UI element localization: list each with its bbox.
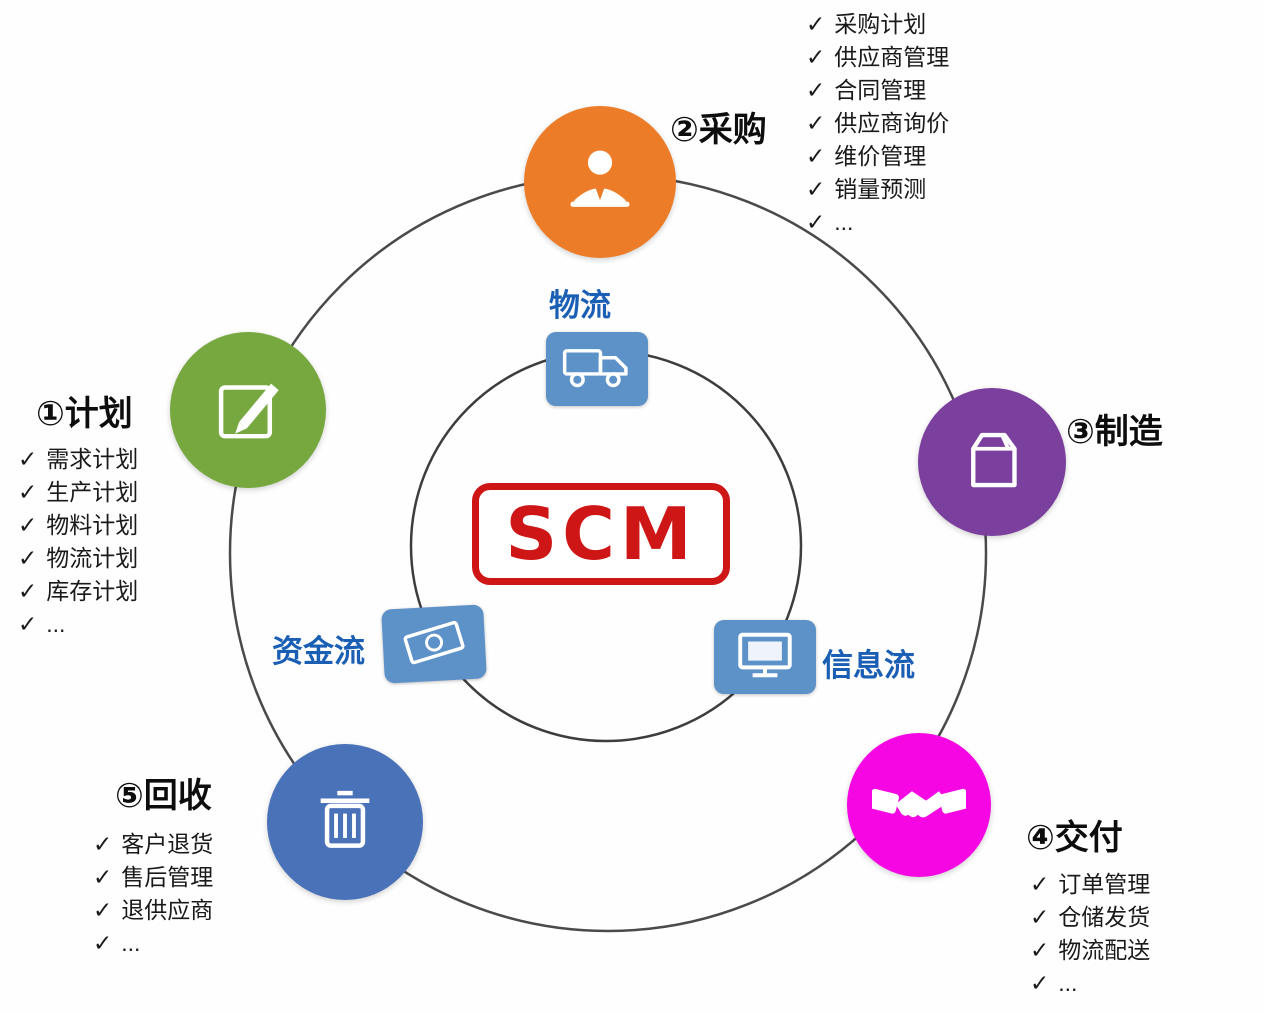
check-icon: ✓: [18, 446, 38, 472]
plan-label: ①计划: [36, 395, 133, 433]
procurement-label: ②采购: [670, 111, 767, 149]
checklist-item: ✓生产计划: [18, 476, 138, 509]
check-icon: ✓: [93, 897, 113, 923]
package-carton-icon: [952, 420, 1032, 505]
checklist-item: ✓物料计划: [18, 509, 138, 542]
check-icon: ✓: [93, 831, 113, 857]
checklist-item: ✓采购计划: [806, 8, 949, 41]
plan-node: [170, 332, 326, 488]
manufacturing-label: ③制造: [1066, 413, 1163, 451]
check-icon: ✓: [806, 143, 826, 169]
checklist-item: ✓...: [18, 608, 138, 641]
check-icon: ✓: [18, 611, 38, 637]
scm-logo-text: SCM: [505, 492, 697, 576]
logistics-label: 物流: [549, 288, 611, 323]
banknote-icon: [396, 614, 473, 675]
check-icon: ✓: [93, 864, 113, 890]
checklist-item: ✓订单管理: [1030, 868, 1150, 901]
plan-checklist: ✓需求计划 ✓生产计划 ✓物料计划 ✓物流计划 ✓库存计划 ✓...: [18, 443, 138, 641]
handshake-icon: [868, 775, 970, 836]
manufacturing-node: [918, 388, 1066, 536]
check-icon: ✓: [1030, 871, 1050, 897]
checklist-item: ✓物流计划: [18, 542, 138, 575]
delivery-node: [847, 733, 991, 877]
checklist-item: ✓...: [93, 927, 213, 960]
check-icon: ✓: [18, 578, 38, 604]
recycling-label: ⑤回收: [115, 777, 212, 815]
checklist-item: ✓退供应商: [93, 894, 213, 927]
check-icon: ✓: [1030, 970, 1050, 996]
check-icon: ✓: [18, 545, 38, 571]
trash-icon: [304, 779, 386, 866]
checklist-item: ✓库存计划: [18, 575, 138, 608]
logistics-tile: [546, 332, 648, 406]
check-icon: ✓: [806, 11, 826, 37]
checklist-item: ✓销量预测: [806, 173, 949, 206]
checklist-item: ✓售后管理: [93, 861, 213, 894]
monitor-icon: [729, 628, 801, 687]
check-icon: ✓: [1030, 904, 1050, 930]
checklist-item: ✓...: [806, 206, 949, 239]
checklist-item: ✓需求计划: [18, 443, 138, 476]
checklist-item: ✓物流配送: [1030, 934, 1150, 967]
information-flow-label: 信息流: [822, 648, 915, 683]
buyer-person-icon: [557, 137, 643, 228]
scm-logo: SCM: [472, 483, 730, 585]
check-icon: ✓: [806, 77, 826, 103]
capital-flow-label: 资金流: [272, 634, 365, 669]
check-icon: ✓: [806, 209, 826, 235]
checklist-item: ✓供应商询价: [806, 107, 949, 140]
checklist-item: ✓合同管理: [806, 74, 949, 107]
recycling-node: [267, 744, 423, 900]
capital-flow-tile: [381, 604, 487, 684]
checklist-item: ✓维价管理: [806, 140, 949, 173]
checklist-item: ✓仓储发货: [1030, 901, 1150, 934]
check-icon: ✓: [1030, 937, 1050, 963]
check-icon: ✓: [93, 930, 113, 956]
procurement-checklist: ✓采购计划 ✓供应商管理 ✓合同管理 ✓供应商询价 ✓维价管理 ✓销量预测 ✓.…: [806, 8, 949, 239]
edit-icon: [207, 367, 289, 454]
check-icon: ✓: [806, 110, 826, 136]
recycling-checklist: ✓客户退货 ✓售后管理 ✓退供应商 ✓...: [93, 828, 213, 960]
procurement-node: [524, 106, 676, 258]
checklist-item: ✓客户退货: [93, 828, 213, 861]
checklist-item: ✓供应商管理: [806, 41, 949, 74]
check-icon: ✓: [18, 512, 38, 538]
delivery-label: ④交付: [1026, 819, 1123, 857]
checklist-item: ✓...: [1030, 967, 1150, 1000]
check-icon: ✓: [806, 44, 826, 70]
check-icon: ✓: [18, 479, 38, 505]
truck-icon: [560, 341, 634, 398]
information-flow-tile: [714, 620, 816, 694]
delivery-checklist: ✓订单管理 ✓仓储发货 ✓物流配送 ✓...: [1030, 868, 1150, 1000]
check-icon: ✓: [806, 176, 826, 202]
